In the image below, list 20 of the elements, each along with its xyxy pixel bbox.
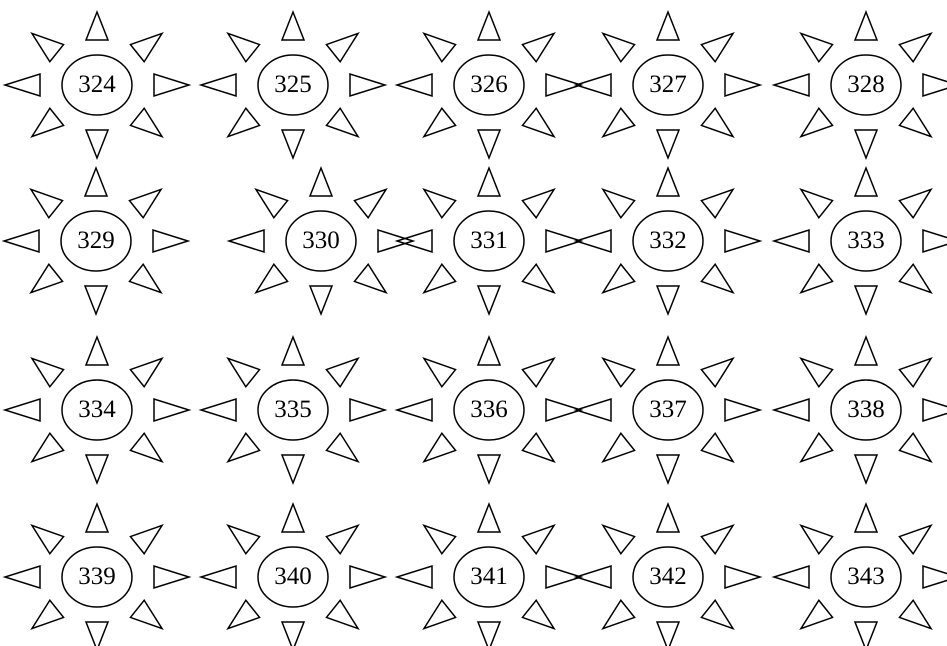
node-label: 338 [847, 396, 885, 424]
node-label: 334 [78, 396, 116, 424]
node-label: 332 [649, 227, 687, 255]
node-label: 333 [847, 227, 885, 255]
node-label: 337 [649, 396, 687, 424]
node-label: 341 [470, 563, 508, 591]
node-label: 331 [470, 227, 508, 255]
node-label: 342 [649, 563, 687, 591]
node-label: 330 [302, 227, 340, 255]
node-label: 326 [470, 71, 508, 99]
node-label: 328 [847, 71, 885, 99]
node-label: 329 [77, 227, 115, 255]
node-label: 340 [274, 563, 312, 591]
node-label: 325 [274, 71, 312, 99]
node-label: 335 [274, 396, 312, 424]
node-label: 327 [649, 71, 687, 99]
node-label: 324 [78, 71, 116, 99]
node-label: 339 [78, 563, 116, 591]
node-label: 336 [470, 396, 508, 424]
node-label: 343 [847, 563, 885, 591]
